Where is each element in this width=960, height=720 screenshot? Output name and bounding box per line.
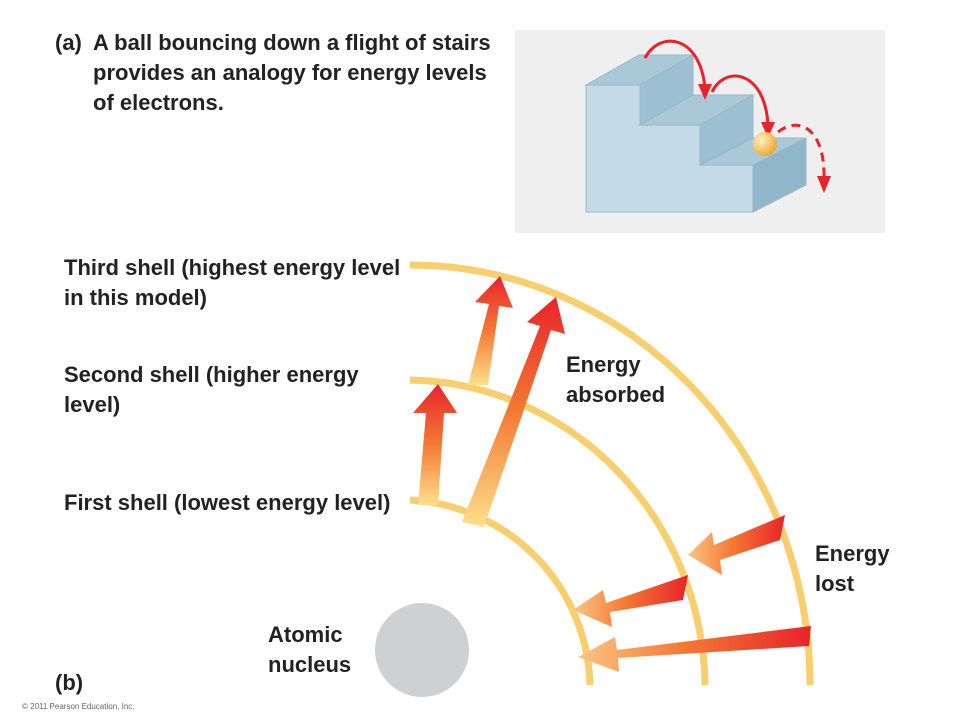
caption-b-tag: (b) — [55, 670, 84, 695]
absorb-arrow-second-to-third — [468, 276, 513, 385]
caption-a-tag: (a) — [55, 30, 82, 55]
atomic-nucleus — [375, 603, 469, 697]
absorb-arrow-first-to-second — [413, 384, 457, 505]
energy-lost-label: Energy lost — [815, 541, 890, 596]
absorb-arrow-first-to-third — [462, 297, 565, 527]
bounce-arrowhead-1 — [698, 84, 712, 100]
bounce-arrowhead-3 — [817, 176, 831, 193]
atomic-nucleus-label: Atomic nucleus — [268, 622, 352, 677]
lost-arrow-third-to-second — [688, 515, 785, 575]
lost-arrow-second-to-first — [573, 575, 688, 627]
copyright-notice: © 2011 Pearson Education, Inc. — [22, 702, 135, 711]
lost-arrow-third-to-first — [578, 626, 811, 672]
stairs-right-side — [752, 137, 807, 213]
energy-absorbed-label: Energy absorbed — [566, 352, 666, 407]
second-shell-arc — [409, 376, 709, 686]
bounce-arrow-3-dashed — [777, 123, 826, 179]
first-shell-label: First shell (lowest energy level) — [64, 490, 391, 515]
stair-riser-1 — [639, 54, 694, 126]
bounce-arrow-1 — [643, 39, 707, 89]
second-shell-label: Second shell (higher energy level) — [64, 362, 359, 417]
caption-a-text: A ball bouncing down a flight of stairs … — [93, 30, 491, 115]
third-shell-arc — [409, 261, 814, 686]
first-shell-arc — [409, 496, 594, 686]
stairs-drawing — [584, 39, 831, 213]
bounce-arrow-2 — [710, 74, 770, 126]
stair-riser-2 — [699, 94, 754, 166]
bounce-arrowhead-2 — [761, 122, 775, 138]
third-shell-label: Third shell (highest energy level in thi… — [64, 255, 401, 310]
ball — [753, 132, 777, 156]
